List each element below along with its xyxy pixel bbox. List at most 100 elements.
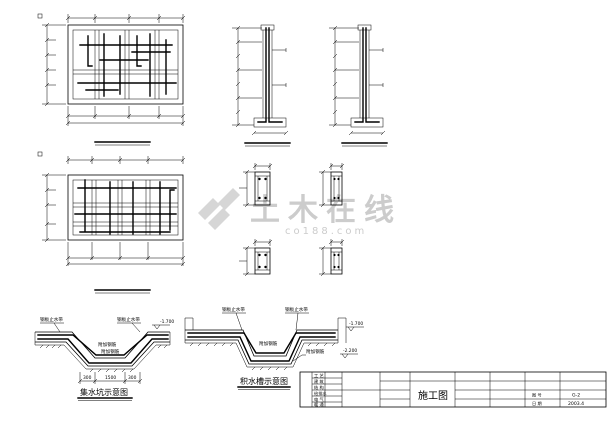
pit-label-waterstop-right: 钢板止水带 xyxy=(117,316,140,323)
trench-elevation-top: -1.700 xyxy=(349,321,363,327)
pit-dimension-3: 300 xyxy=(128,375,137,381)
column-outline xyxy=(330,247,343,275)
pit-label-rebar-1: 附加钢筋 xyxy=(98,341,117,348)
rebar-plan-top xyxy=(37,13,186,146)
drawing-stage: 施工图 xyxy=(418,389,448,402)
rebar-dot xyxy=(258,265,261,269)
plan-marker xyxy=(37,13,43,19)
discipline-row: 工 艺 xyxy=(314,373,324,378)
column-stirrups xyxy=(331,251,342,271)
plan-outline xyxy=(67,174,184,241)
column-dimension-lines xyxy=(239,239,273,277)
watermark-logo-icon xyxy=(198,188,240,230)
plan-walls xyxy=(73,30,178,99)
column-section-2 xyxy=(319,163,345,208)
title-block-frame xyxy=(299,371,607,408)
rebar-dot xyxy=(258,196,261,200)
plan-rebar xyxy=(77,33,177,97)
sump-pit-section: 钢板止水带 钢板止水带 附加钢筋 附加钢筋 300 1500 300 -1.70… xyxy=(34,316,174,401)
rebar-dot xyxy=(333,253,336,257)
trench-rebar xyxy=(187,332,336,362)
pit-label-waterstop-left: 钢板止水带 xyxy=(40,316,63,323)
trench-leader-rebar xyxy=(292,354,306,362)
pit-leader-left xyxy=(40,322,64,333)
plan-dimension-lines xyxy=(42,14,186,126)
column-dimension-lines xyxy=(319,163,345,208)
plan-walls xyxy=(73,180,178,235)
column-stirrups xyxy=(331,175,342,202)
wall-faces xyxy=(262,30,273,118)
trench-leader-left xyxy=(222,312,246,331)
drawing-number-label: 图 号 xyxy=(532,393,542,399)
wall-cap xyxy=(357,24,372,31)
pit-underside xyxy=(35,341,170,367)
column-dimension-lines xyxy=(319,239,345,277)
column-dimension-lines xyxy=(239,163,273,208)
watermark-name: 土木在线 xyxy=(250,193,402,228)
plan-inner-outline xyxy=(72,179,179,236)
rebar-dot xyxy=(333,177,336,181)
plan-marker xyxy=(37,151,43,157)
plan-inner-outline xyxy=(72,29,179,100)
title-block: 工 艺 建 筑 结 构 给排水 电 气 暖 通 施工图 图 号 G-2 日 期 … xyxy=(299,371,607,408)
trench-caption: 积水槽示意图 xyxy=(240,376,288,386)
rebar-dot xyxy=(264,177,267,181)
column-outline xyxy=(254,247,271,275)
trench-cushion-and-walls xyxy=(184,317,347,368)
discipline-row: 给排水 xyxy=(314,390,327,397)
trench-label-waterstop-left: 钢板止水带 xyxy=(222,306,245,313)
plan-rebar xyxy=(74,179,177,235)
trench-leader-right xyxy=(285,312,309,331)
rebar-dot xyxy=(337,265,340,269)
column-stirrups xyxy=(255,175,270,202)
pit-cushion xyxy=(34,332,171,370)
drain-trench-section: 钢板止水带 钢板止水带 附加钢筋 附加钢筋 -1.700 -2.200 积水槽示… xyxy=(184,306,364,390)
wall-section-b xyxy=(329,24,388,147)
trench-top-surface xyxy=(185,329,338,357)
pit-top-surface xyxy=(35,331,170,359)
rebar-dot xyxy=(264,196,267,200)
date-label: 日 期 xyxy=(532,401,542,407)
pit-cushion-hatch xyxy=(39,344,168,373)
pit-dimension-lines xyxy=(77,372,143,384)
rebar-dot xyxy=(337,253,340,257)
wall-faces xyxy=(359,30,370,118)
pit-caption: 集水坑示意图 xyxy=(80,387,128,397)
column-stirrups xyxy=(255,251,270,271)
watermark: 土木在线 co188.com xyxy=(198,188,402,237)
drawing-number: G-2 xyxy=(572,393,580,399)
rebar-dot xyxy=(333,196,336,200)
wall-footing xyxy=(253,117,287,128)
pit-elevation-marker xyxy=(152,324,170,330)
wall-dimension-lines xyxy=(329,25,386,136)
column-section-3 xyxy=(239,239,273,277)
rebar-dot xyxy=(264,265,267,269)
drawing-date: 2003.4 xyxy=(568,401,584,407)
rebar-dot xyxy=(264,253,267,257)
discipline-row: 建 筑 xyxy=(314,378,325,385)
rebar-plan-middle xyxy=(37,151,186,294)
rebar-dot xyxy=(337,196,340,200)
column-outline xyxy=(254,171,271,206)
title-block-grid xyxy=(311,372,606,407)
column-section-1 xyxy=(239,163,273,208)
rebar-dot xyxy=(333,265,336,269)
rebar-dot xyxy=(337,177,340,181)
trench-elevation-markers xyxy=(340,326,364,359)
discipline-row: 电 气 xyxy=(314,396,325,402)
wall-section-a xyxy=(232,24,291,147)
pit-dimension-2: 1500 xyxy=(105,375,116,381)
trench-underside xyxy=(185,339,338,365)
trench-label-waterstop-right: 钢板止水带 xyxy=(285,306,308,313)
column-outline xyxy=(330,171,343,206)
rebar-dot xyxy=(258,253,261,257)
wall-footing xyxy=(350,117,384,128)
trench-cushion-hatch xyxy=(189,342,336,371)
trench-elevation-bottom: -2.200 xyxy=(343,348,357,354)
column-section-4 xyxy=(319,239,345,277)
wall-rebar xyxy=(354,27,380,123)
trench-label-rebar-2: 附加钢筋 xyxy=(306,348,325,355)
wall-rebar xyxy=(257,27,283,123)
wall-dimension-lines xyxy=(232,25,289,136)
